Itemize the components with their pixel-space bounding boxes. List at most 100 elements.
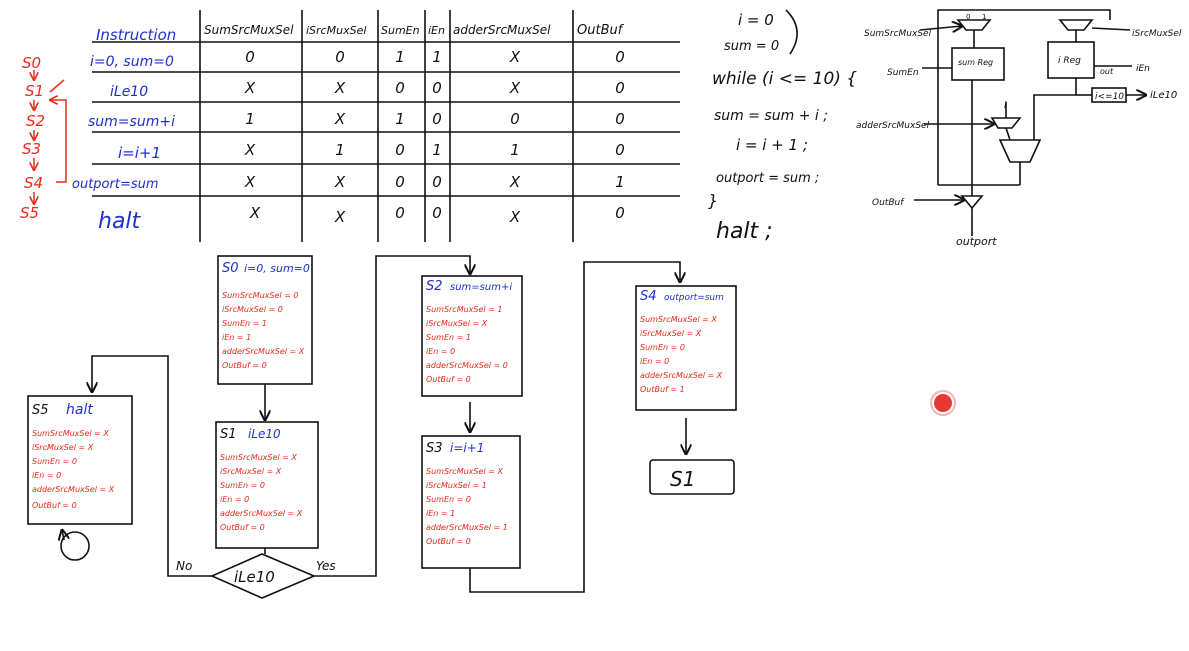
datapath: SumSrcMuxSel SumEn adderSrcMuxSel OutBuf…	[856, 9, 1182, 248]
state-s3-id: S3	[426, 441, 443, 456]
state-s5-signal-2: SumEn = 0	[32, 457, 77, 466]
row-3-instr: i=i+1	[118, 144, 161, 162]
row-4-cell-isrc: X	[334, 173, 346, 191]
state-s2-signal-3: iEn = 0	[426, 347, 455, 356]
code-line-5: i = i + 1 ;	[736, 136, 808, 154]
state-s5-signal-0: SumSrcMuxSel = X	[32, 429, 109, 438]
state-s0-signal-3: iEn = 1	[222, 333, 251, 342]
state-s2-signal-4: adderSrcMuxSel = 0	[426, 361, 508, 370]
state-s3-signal-0: SumSrcMuxSel = X	[426, 467, 503, 476]
row-3-cell-isrc: 1	[335, 141, 345, 159]
i-mux	[1058, 19, 1094, 31]
adder-mux	[990, 117, 1022, 129]
state-s0-signal-1: iSrcMuxSel = 0	[222, 305, 283, 314]
sum-register	[951, 47, 1005, 81]
header-sumsrcmuxsel: SumSrcMuxSel	[204, 23, 294, 37]
row-3-cell-sumen: 0	[395, 141, 405, 159]
sum-mux-in-0: 0	[966, 13, 970, 21]
record-dot-icon	[934, 394, 952, 412]
state-s2-signal-5: OutBuf = 0	[426, 375, 471, 384]
row-2-cell-ien: 0	[432, 110, 442, 128]
state-s1-id: S1	[220, 427, 237, 442]
dp-label-ile10: iLe10	[1150, 90, 1177, 101]
state-list-s2: S2	[26, 112, 45, 130]
state-s0-title: i=0, sum=0	[244, 262, 310, 275]
state-s0-id: S0	[222, 261, 239, 276]
state-s0-signal-2: SumEn = 1	[222, 319, 267, 328]
state-s2-id: S2	[426, 279, 443, 294]
i-reg-out-label: out	[1100, 67, 1114, 76]
state-s1-signal-4: adderSrcMuxSel = X	[220, 509, 303, 518]
header-outbuf: OutBuf	[577, 23, 625, 38]
state-box-s1	[215, 421, 319, 549]
sum-mux	[956, 19, 992, 31]
dp-label-sumen: SumEn	[887, 68, 919, 78]
row-4-cell-ien: 0	[432, 173, 442, 191]
row-1-cell-sumen: 0	[395, 79, 405, 97]
row-2-cell-sumsrc: 1	[245, 110, 255, 128]
state-s4-next-box	[649, 459, 735, 495]
state-s5-signal-3: iEn = 0	[32, 471, 61, 480]
row-1-cell-isrc: X	[334, 79, 346, 97]
row-5-cell-isrc: X	[334, 208, 346, 226]
state-box-s4	[635, 285, 737, 411]
row-4-instr: outport=sum	[72, 177, 159, 192]
state-s0-signal-4: adderSrcMuxSel = X	[222, 347, 305, 356]
row-2-cell-sumen: 1	[395, 110, 405, 128]
state-s0-signal-5: OutBuf = 0	[222, 361, 267, 370]
header-isrcmuxsel: iSrcMuxSel	[306, 24, 366, 37]
header-instruction: Instruction	[96, 26, 176, 44]
sum-register-label: sum Reg	[958, 58, 993, 67]
state-list-s0: S0	[22, 54, 41, 72]
comparator-label: i<=10	[1095, 92, 1124, 102]
state-s4-signal-5: OutBuf = 1	[640, 385, 685, 394]
decision-label: iLe10	[234, 568, 275, 586]
state-s1-signal-5: OutBuf = 0	[220, 523, 265, 532]
state-s1-signal-1: iSrcMuxSel = X	[220, 467, 282, 476]
row-5-cell-sumen: 0	[395, 204, 405, 222]
row-1-cell-sumsrc: X	[244, 79, 256, 97]
state-list-s3: S3	[22, 140, 41, 158]
dp-label-outbuf: OutBuf	[872, 198, 905, 208]
adder	[998, 139, 1042, 163]
row-2-cell-isrc: X	[334, 110, 346, 128]
state-s4-signal-0: SumSrcMuxSel = X	[640, 315, 717, 324]
state-s1-title: iLe10	[248, 427, 281, 441]
state-s4-signal-3: iEn = 0	[640, 357, 669, 366]
state-s4-title: outport=sum	[664, 293, 724, 303]
decision-yes-label: Yes	[316, 559, 336, 573]
pseudocode: i = 0 sum = 0 while (i <= 10) { sum = su…	[708, 9, 857, 244]
row-0-cell-isrc: 0	[335, 48, 345, 66]
header-addersrcmuxsel: adderSrcMuxSel	[453, 23, 551, 37]
state-s3-signal-3: iEn = 1	[426, 509, 455, 518]
state-s3-signal-5: OutBuf = 0	[426, 537, 471, 546]
row-4-cell-sumen: 0	[395, 173, 405, 191]
row-5-cell-ien: 0	[432, 204, 442, 222]
state-s4-next-label: S1	[670, 467, 695, 491]
row-2-instr: sum=sum+i	[88, 114, 175, 130]
code-line-4: sum = sum + i ;	[714, 108, 828, 124]
code-line-7: }	[708, 191, 718, 210]
code-line-3: while (i <= 10) {	[712, 69, 857, 89]
row-3-cell-addersrc: 1	[510, 141, 520, 159]
row-3-cell-ien: 1	[432, 141, 442, 159]
code-line-2: sum = 0	[724, 39, 779, 54]
state-list: S0 S1 S2 S3 S4 S5	[20, 54, 67, 222]
state-box-s3	[421, 435, 521, 569]
row-1-instr: iLe10	[110, 84, 148, 100]
state-s5-signal-4: adderSrcMuxSel = X	[32, 485, 115, 494]
state-s3-signal-1: iSrcMuxSel = 1	[426, 481, 487, 490]
state-s4-id: S4	[640, 289, 657, 304]
state-box-s0	[217, 255, 313, 385]
row-5-cell-sumsrc: X	[249, 204, 261, 222]
row-4-cell-sumsrc: X	[244, 173, 256, 191]
row-5-cell-addersrc: X	[509, 208, 521, 226]
state-s3-signal-2: SumEn = 0	[426, 495, 471, 504]
header-ien: iEn	[428, 24, 445, 37]
edge-decision-no	[92, 355, 212, 577]
row-0-instr: i=0, sum=0	[90, 54, 174, 70]
state-list-s5: S5	[20, 204, 39, 222]
state-box-s2	[421, 275, 523, 397]
state-s1-signal-3: iEn = 0	[220, 495, 249, 504]
